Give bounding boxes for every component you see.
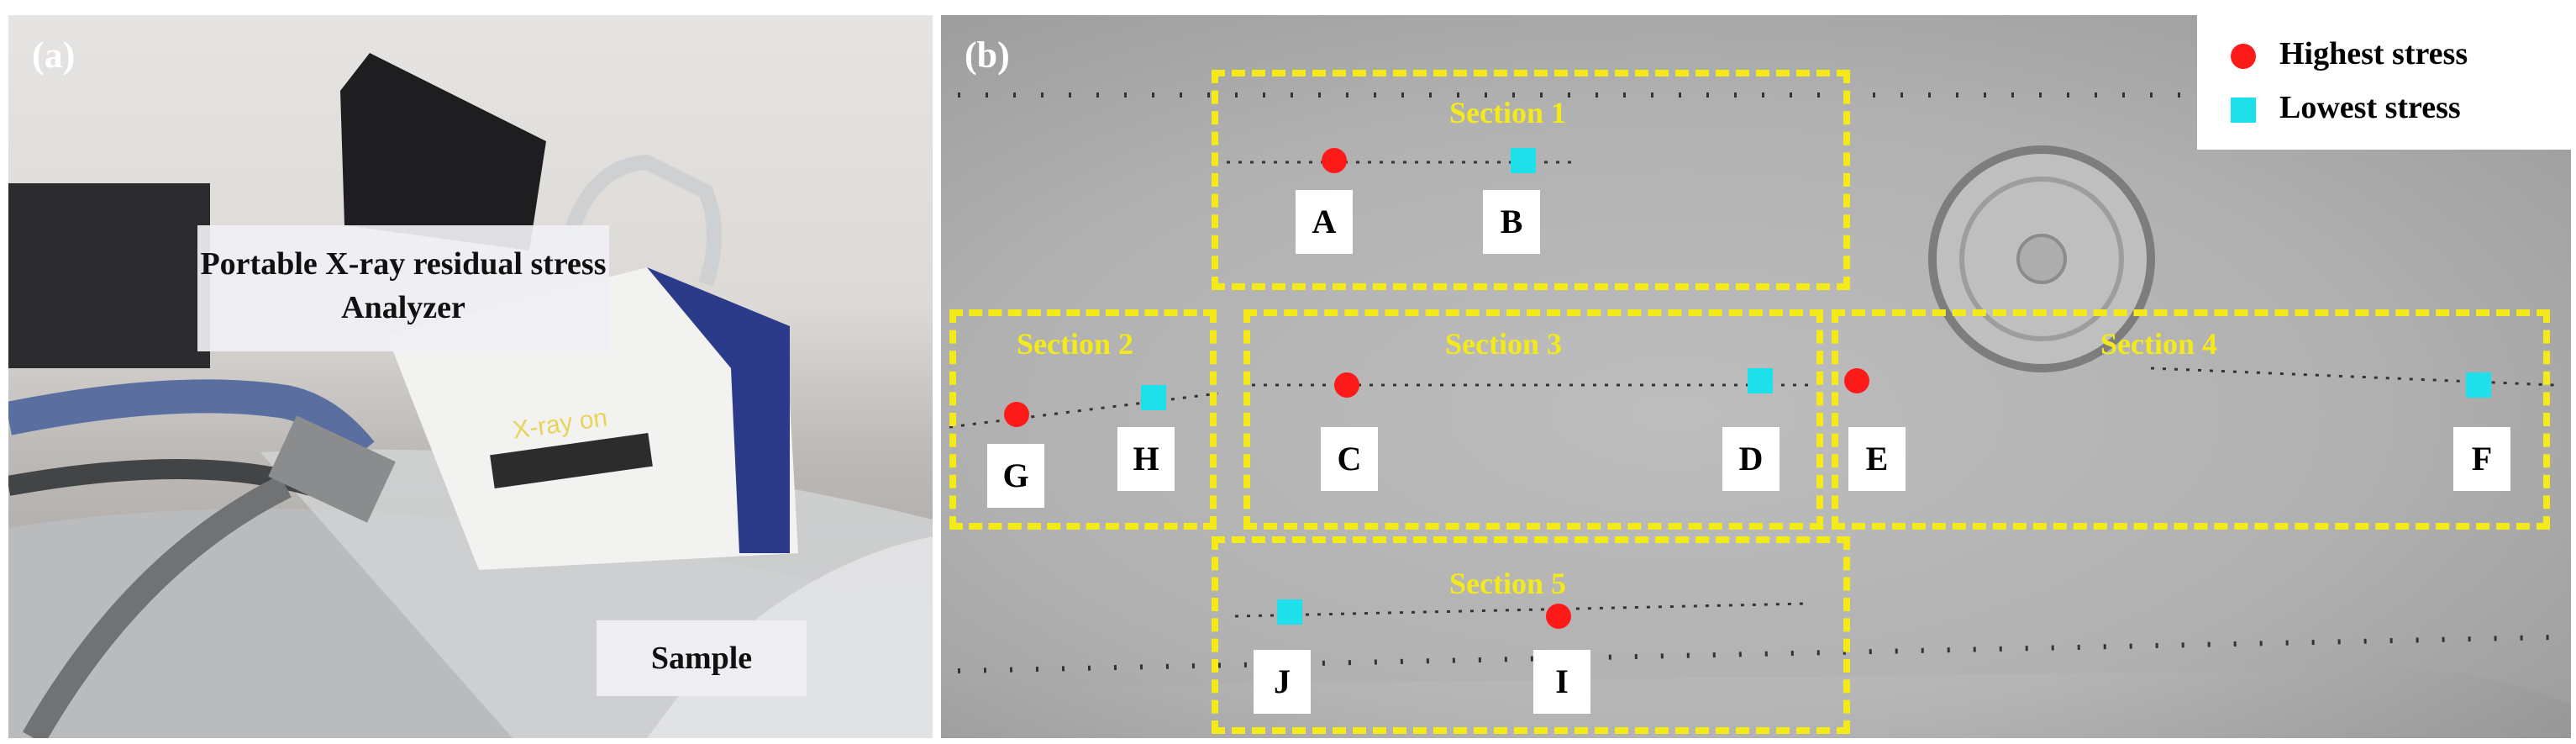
sample-label: Sample — [597, 620, 807, 696]
highest-stress-marker-a — [1322, 148, 1347, 173]
section-1-box — [1212, 70, 1850, 290]
point-f-label: F — [2453, 427, 2510, 491]
photo-panel-a: (a) Portable X-ray residual stress Analy… — [8, 15, 933, 738]
highest-stress-marker-c — [1334, 372, 1359, 398]
point-a-label: A — [1296, 190, 1353, 254]
section-2-box — [949, 309, 1217, 530]
point-h-label: H — [1117, 427, 1175, 491]
point-i-label: I — [1533, 650, 1590, 714]
section-4-box — [1832, 309, 2550, 530]
analyzer-label: Portable X-ray residual stress Analyzer — [197, 225, 609, 351]
highest-stress-marker-g — [1004, 402, 1029, 427]
lowest-stress-marker-j — [1277, 599, 1302, 625]
section-4-label: Section 4 — [2100, 327, 2217, 361]
lowest-stress-marker-d — [1748, 368, 1773, 393]
highest-stress-marker-i — [1546, 604, 1571, 629]
legend-highest-swatch — [2231, 44, 2256, 70]
section-3-label: Section 3 — [1445, 327, 1562, 361]
section-1-label: Section 1 — [1449, 96, 1566, 129]
specimen-panel-b: (b) Section 1 Section 2 Section 3 Sectio… — [941, 15, 2571, 738]
section-5-label: Section 5 — [1449, 567, 1566, 600]
point-d-label: D — [1722, 427, 1780, 491]
point-g-label: G — [987, 444, 1044, 508]
highest-stress-marker-e — [1844, 368, 1869, 393]
point-j-label: J — [1254, 650, 1311, 714]
point-b-label: B — [1483, 190, 1540, 254]
panel-a-tag: (a) — [32, 34, 76, 76]
lowest-stress-marker-f — [2466, 372, 2491, 398]
section-3-box — [1243, 309, 1823, 530]
legend-highest-row: Highest stress — [2231, 35, 2468, 72]
lowest-stress-marker-h — [1141, 385, 1166, 410]
point-e-label: E — [1848, 427, 1906, 491]
point-c-label: C — [1321, 427, 1378, 491]
legend-highest-label: Highest stress — [2279, 36, 2468, 71]
panel-b-tag: (b) — [965, 34, 1010, 76]
section-2-label: Section 2 — [1017, 327, 1133, 361]
section-5-box — [1212, 536, 1850, 734]
legend-lowest-label: Lowest stress — [2279, 90, 2461, 125]
stress-legend: Highest stress Lowest stress — [2197, 15, 2571, 150]
legend-lowest-swatch — [2231, 98, 2256, 124]
legend-lowest-row: Lowest stress — [2231, 89, 2461, 126]
lowest-stress-marker-b — [1511, 148, 1536, 173]
